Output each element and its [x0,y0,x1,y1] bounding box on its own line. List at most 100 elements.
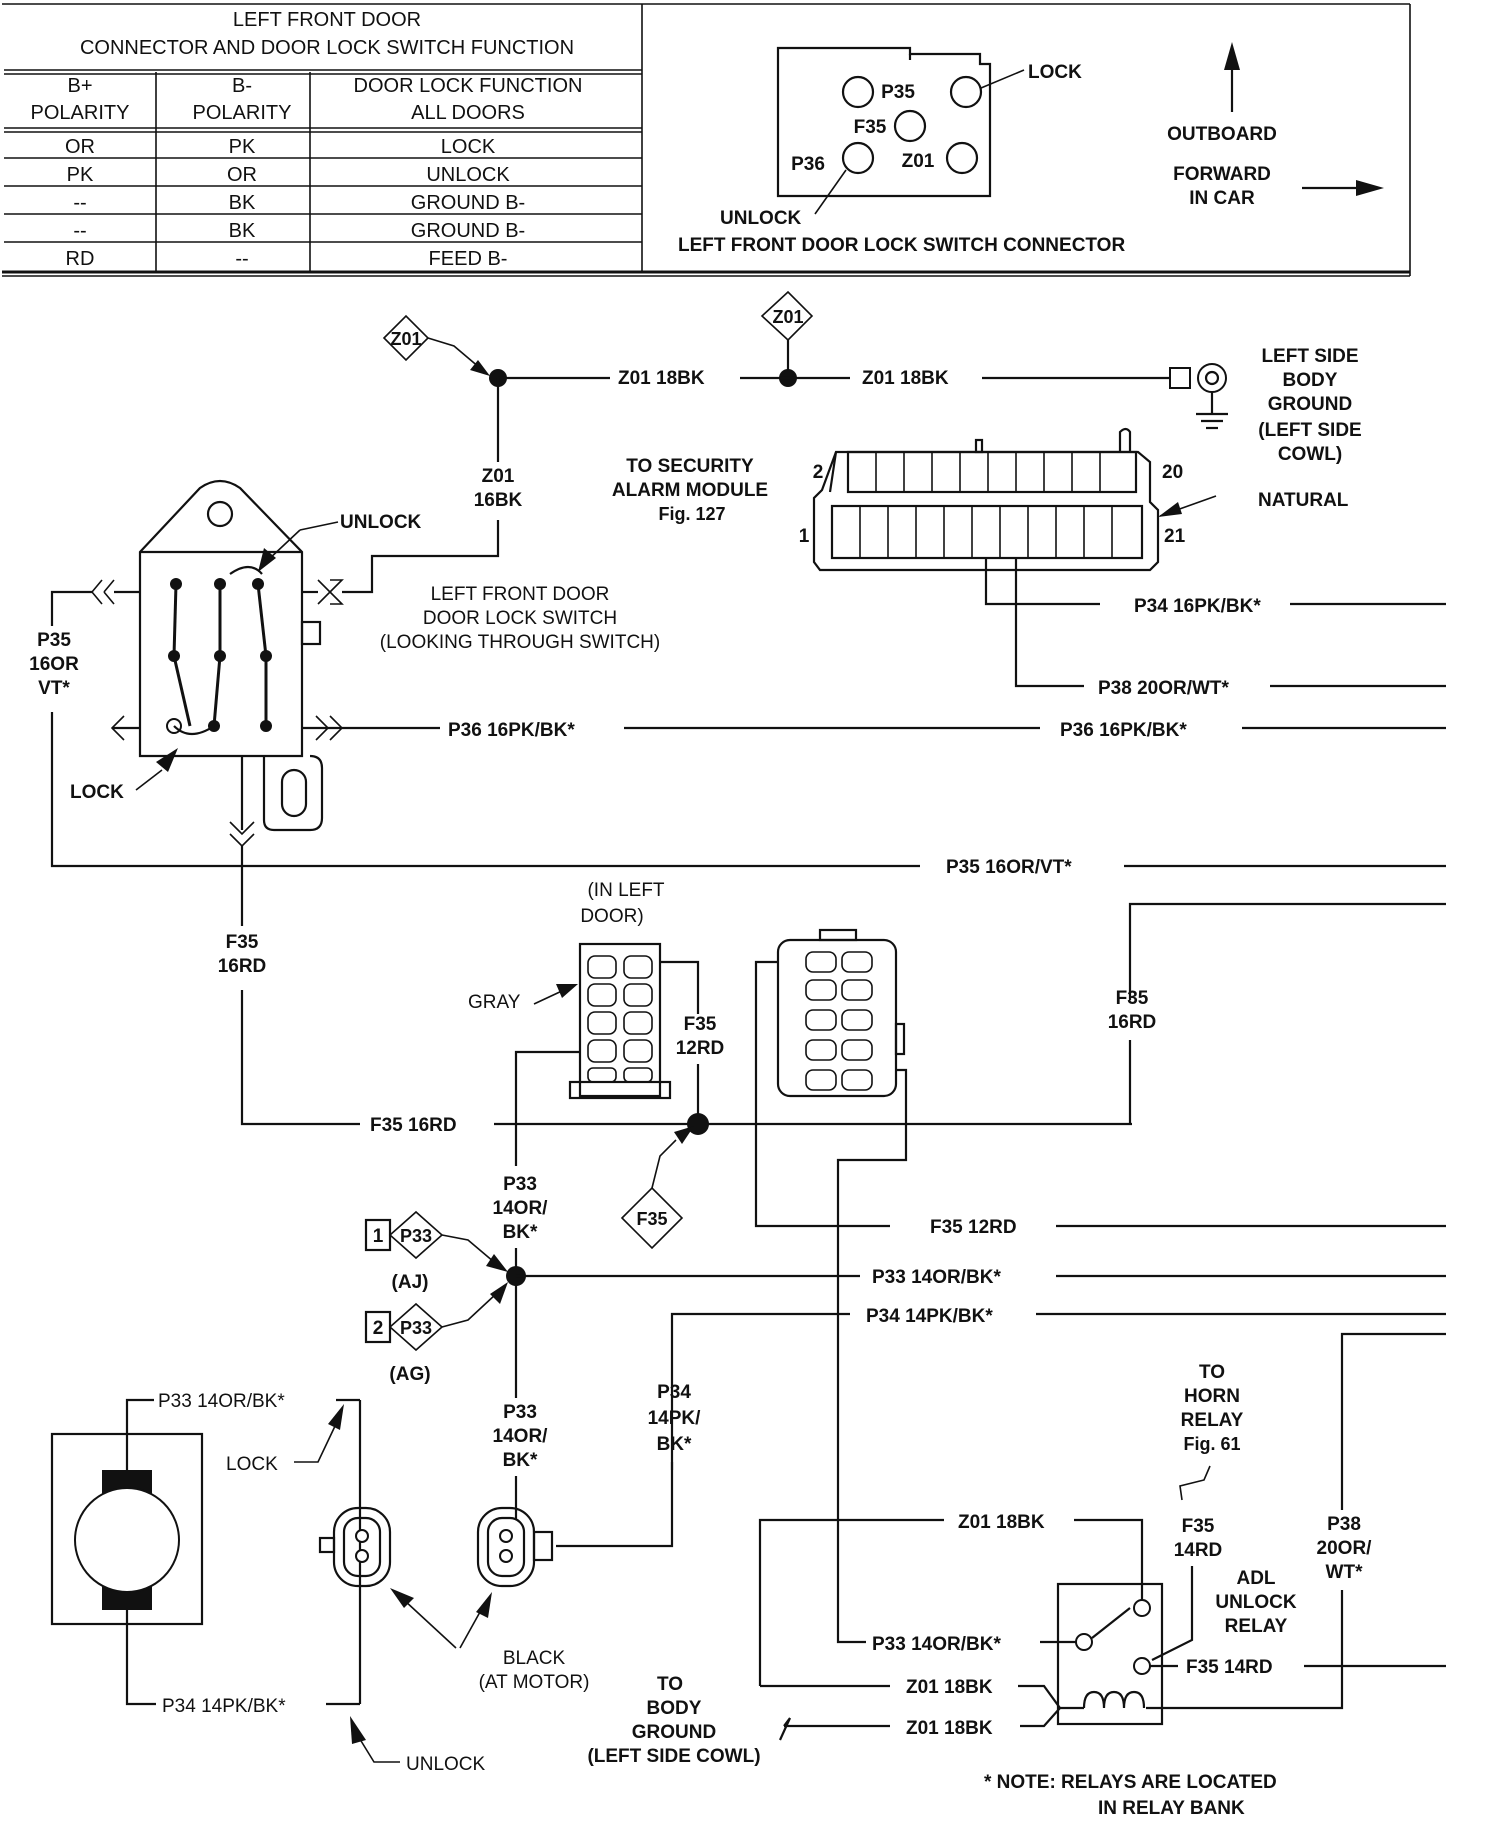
natural-label: NATURAL [1258,490,1349,511]
arrow-icon [390,1588,414,1608]
contact [168,650,180,662]
adl-relay-2: UNLOCK [1215,1592,1297,1613]
arrow-icon [1158,502,1182,517]
arrow-icon [470,360,490,376]
pin-f35: F35 [854,117,887,138]
f35-12rd-mid-2: 12RD [676,1038,725,1059]
relay-z01-top: Z01 18BK [958,1512,1045,1533]
switch-label-1: LEFT FRONT DOOR [431,584,610,605]
wire-p36-a: P36 16PK/BK* [448,720,575,741]
unlock-pin-label: UNLOCK [720,208,802,229]
in-left-door-1: (IN LEFT [587,880,664,901]
p34-bottom-3: BK* [657,1434,692,1455]
header-function-2: ALL DOORS [411,102,525,124]
table-cell: FEED B- [429,248,508,270]
z01-vertical-2: 16BK [474,490,523,511]
relay-contact [1133,1599,1151,1617]
f35-14rd-v-1: F35 [1182,1516,1215,1537]
f35-16rd-right-1: F35 [1116,988,1149,1009]
table-cell: -- [235,248,248,270]
relay-p33-label: P33 14OR/BK* [872,1634,1001,1655]
p33-p34-circuit: P33 14OR/ BK* 1 P33 (AJ) 2 P33 (AG) P33 … [364,1174,1446,1548]
f35-diamond: F35 [636,1209,667,1229]
arrow-icon [258,548,276,572]
f35-16rd-left-1: F35 [226,932,259,953]
pin-p36: P36 [791,154,825,175]
security-label-2: ALARM MODULE [612,480,768,501]
arrow-icon [486,1254,508,1272]
header-bplus-2: POLARITY [31,102,130,124]
function-table: LEFT FRONT DOOR CONNECTOR AND DOOR LOCK … [2,3,1411,277]
f35-12rd-mid-1: F35 [684,1014,717,1035]
table-cell: PK [229,136,256,158]
lock-pin-label: LOCK [1028,62,1082,83]
security-fig: Fig. 127 [658,504,725,524]
forward-arrow-icon [1356,180,1384,196]
door-lock-switch: UNLOCK LEFT FRONT DOOR DOOR LOCK SWITCH … [29,479,1446,1136]
relay-z01-b: Z01 18BK [906,1718,993,1739]
outboard-label: OUTBOARD [1167,124,1277,145]
ground-label-5: COWL) [1278,444,1342,465]
table-cell: -- [73,192,86,214]
relay-box [1056,1582,1164,1726]
ground-terminal [1169,367,1191,389]
p33-diamond-2: P33 [400,1318,432,1338]
pin-2-label: 2 [813,462,824,483]
header-bplus-1: B+ [67,75,92,97]
note-line-1: * NOTE: RELAYS ARE LOCATED [984,1772,1277,1793]
contact [214,578,226,590]
wire-z01-18bk-a: Z01 18BK [618,368,705,389]
arrow-icon [674,1126,694,1144]
door-lock-motor: P33 14OR/BK* P34 14PK/BK* LOCK UNLOCK [50,1391,590,1775]
p38-right-1: P38 [1327,1514,1361,1535]
pin-z01: Z01 [902,151,935,172]
header-bminus-2: POLARITY [193,102,292,124]
wire-f35-16rd: F35 16RD [370,1115,457,1136]
p38-right-3: WT* [1326,1562,1364,1583]
lock-switch-label: LOCK [70,782,124,803]
switch-label-2: DOOR LOCK SWITCH [423,608,617,629]
motor-icon [74,1487,180,1593]
adl-relay-section: P33 14OR/BK* TO HORN RELAY Fig. 61 F35 1… [587,1276,1446,1819]
note-line-2: IN RELAY BANK [1098,1798,1245,1819]
security-label-1: TO SECURITY [626,456,754,477]
aj-label: (AJ) [392,1272,429,1293]
outboard-arrow-icon [1224,42,1240,70]
to-body-ground-4: (LEFT SIDE COWL) [587,1746,760,1767]
unlock-motor-label: UNLOCK [406,1754,486,1775]
p35-left-3: VT* [38,678,70,699]
gray-connector-cavities [587,955,653,1083]
to-body-ground-3: GROUND [632,1722,716,1743]
relay-contact [1133,1657,1151,1675]
pin-20-label: 20 [1162,462,1183,483]
wire-p38-20orwt: P38 20OR/WT* [1098,678,1230,699]
black-label-2: (AT MOTOR) [479,1672,590,1693]
forward-label-1: FORWARD [1173,164,1271,185]
p33-top-1: P33 [503,1174,537,1195]
to-body-ground-1: TO [657,1674,683,1695]
motor-p34-label: P34 14PK/BK* [162,1696,286,1717]
f35-16rd-left-2: 16RD [218,956,267,977]
table-cell: LOCK [441,136,496,158]
wire-p35-16orvt: P35 16OR/VT* [946,857,1072,878]
contact [252,578,264,590]
f35-14rd-v-2: 14RD [1174,1540,1223,1561]
p33-top-3: BK* [503,1222,538,1243]
motor-connector-left [318,1506,392,1588]
p33-num-2: 2 [373,1318,384,1339]
connector-caption: LEFT FRONT DOOR LOCK SWITCH CONNECTOR [678,235,1125,256]
ground-label-4: (LEFT SIDE [1258,420,1361,441]
contact [260,650,272,662]
relay-f35-label: F35 14RD [1186,1657,1273,1678]
security-alarm-connector: TO SECURITY ALARM MODULE Fig. 127 [612,427,1446,699]
adl-relay-3: RELAY [1225,1616,1288,1637]
wire-p34-16pkbk: P34 16PK/BK* [1134,596,1261,617]
header-function-1: DOOR LOCK FUNCTION [354,75,583,97]
pin-1-label: 1 [799,526,810,547]
p35-left-2: 16OR [29,654,79,675]
p33-top-2: 14OR/ [493,1198,549,1219]
to-body-ground-2: BODY [647,1698,702,1719]
contact [214,650,226,662]
table-title-1: LEFT FRONT DOOR [233,9,421,31]
